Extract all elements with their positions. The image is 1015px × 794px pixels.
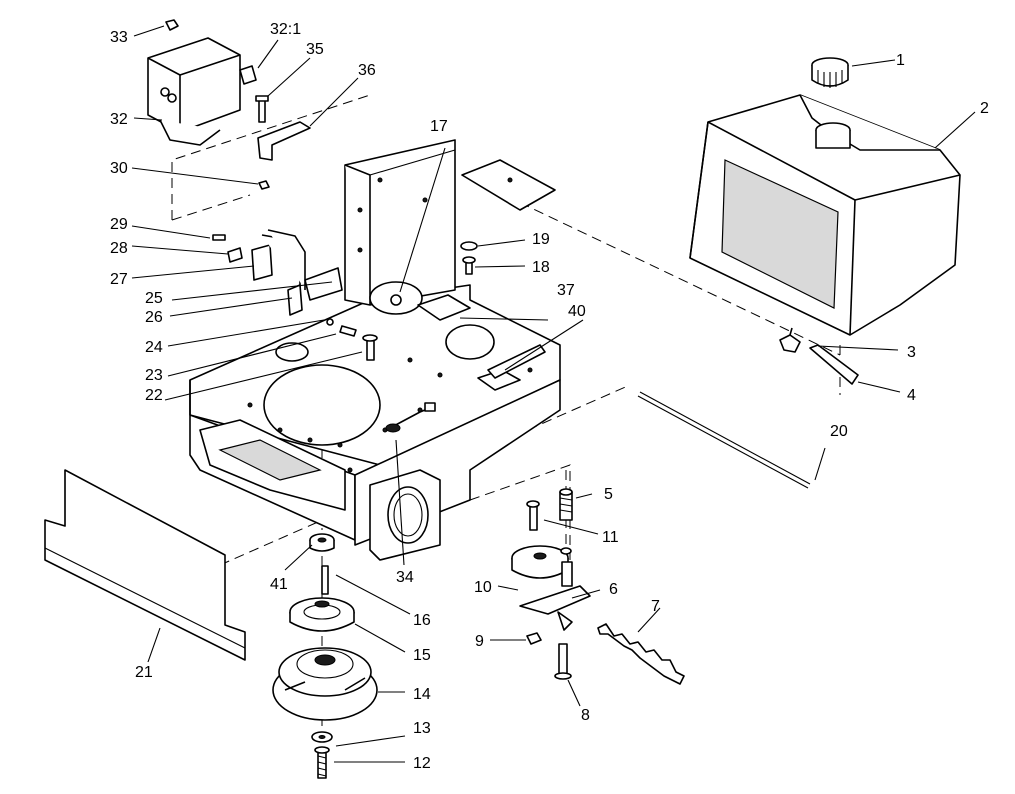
- bracket-36: [257, 121, 311, 161]
- bolt-12: [314, 746, 330, 779]
- sensor-lead: [385, 402, 436, 433]
- rod: [637, 391, 811, 489]
- callout-41: 41: [270, 576, 288, 593]
- bolt-35: [255, 95, 269, 123]
- callout-28: 28: [110, 240, 128, 257]
- callout-25: 25: [145, 290, 163, 307]
- callout-7: 7: [651, 598, 660, 615]
- callout-29: 29: [110, 216, 128, 233]
- solenoid: [147, 37, 257, 146]
- bolt-11: [526, 500, 540, 531]
- callout-33: 33: [110, 29, 128, 46]
- callout-14: 14: [413, 686, 431, 703]
- frame-holes: [247, 177, 533, 473]
- idler-arm-6: [519, 561, 591, 631]
- spacer-41: [309, 533, 335, 552]
- pin-16: [321, 565, 329, 595]
- callout-3: 3: [907, 344, 916, 361]
- callout-4: 4: [907, 387, 916, 404]
- callout-9: 9: [475, 633, 484, 650]
- callout-1: 1: [896, 52, 905, 69]
- shield-21: [44, 469, 246, 661]
- frame-chassis: [189, 139, 561, 561]
- fuel-cap: [811, 57, 849, 88]
- callout-2: 2: [980, 100, 989, 117]
- callout-15: 15: [413, 647, 431, 664]
- callout-12: 12: [413, 755, 431, 772]
- callout-8: 8: [581, 707, 590, 724]
- callout-24: 24: [145, 339, 163, 356]
- callout-13: 13: [413, 720, 431, 737]
- callout-6: 6: [609, 581, 618, 598]
- pulley-15: [289, 597, 355, 632]
- callout-10: 10: [474, 579, 492, 596]
- callout-labels: 1 2 3 4 5 6 7 8 9 10 11 12 13 14 15 16 1…: [110, 21, 989, 772]
- switch-assembly: [212, 229, 357, 337]
- callout-19: 19: [532, 231, 550, 248]
- callout-30: 30: [110, 160, 128, 177]
- leader-lines: [131, 25, 976, 763]
- screw-18: [462, 256, 476, 275]
- callout-5: 5: [604, 486, 613, 503]
- nut-9: [526, 632, 542, 645]
- callout-18: 18: [532, 259, 550, 276]
- spacer-5: [559, 488, 573, 521]
- callout-11: 11: [602, 529, 619, 546]
- callout-22: 22: [145, 387, 163, 404]
- fuel-fitting: [779, 327, 801, 353]
- spring-7: [597, 623, 685, 685]
- fuel-tank: [689, 94, 961, 336]
- callout-35: 35: [306, 41, 324, 58]
- callout-16: 16: [413, 612, 431, 629]
- clutch-14: [272, 647, 378, 721]
- washer-19: [460, 241, 478, 251]
- callout-34: 34: [396, 569, 414, 586]
- callout-20: 20: [830, 423, 848, 440]
- callout-32-1: 32:1: [270, 21, 301, 38]
- callout-36: 36: [358, 62, 376, 79]
- bolt-8: [554, 643, 572, 680]
- idler-pulley-10: [511, 545, 572, 579]
- callout-26: 26: [145, 309, 163, 326]
- callout-23: 23: [145, 367, 163, 384]
- nut-30: [258, 180, 270, 190]
- fuel-hose: [809, 344, 859, 385]
- callout-37: 37: [557, 282, 575, 299]
- bolt-22: [362, 334, 378, 361]
- callout-32: 32: [110, 111, 128, 128]
- callout-21: 21: [135, 664, 153, 681]
- callout-17: 17: [430, 118, 448, 135]
- callout-27: 27: [110, 271, 128, 288]
- nut-33: [165, 19, 179, 31]
- washer-13: [311, 731, 333, 743]
- callout-40: 40: [568, 303, 586, 320]
